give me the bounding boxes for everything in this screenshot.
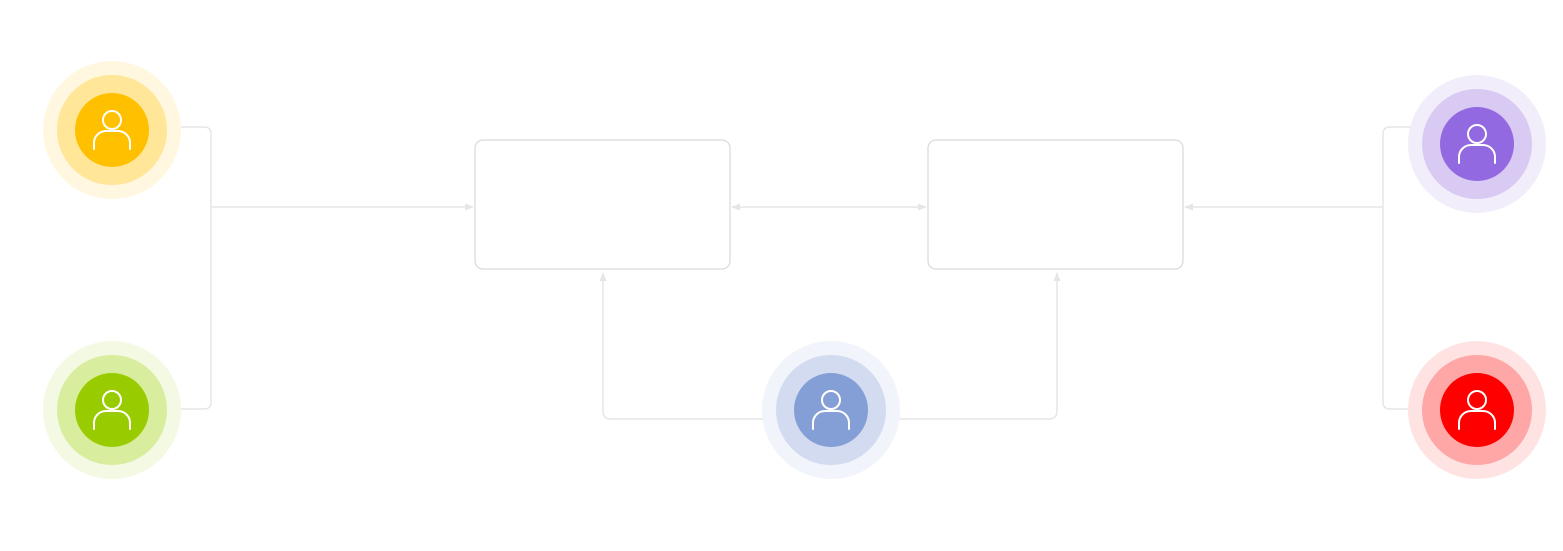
user-icon bbox=[1458, 390, 1496, 430]
connector-left-bracket bbox=[176, 126, 212, 410]
process-box-left bbox=[474, 139, 731, 270]
connector-right-bracket bbox=[1382, 126, 1412, 410]
user-icon bbox=[93, 390, 131, 430]
user-icon bbox=[812, 390, 850, 430]
connectors bbox=[176, 126, 1412, 420]
process-box-right bbox=[927, 139, 1184, 270]
user-icon bbox=[93, 110, 131, 150]
user-node-blue bbox=[762, 341, 900, 479]
user-node-red bbox=[1408, 341, 1546, 479]
connector-blue-to-box-left bbox=[599, 272, 768, 420]
user-node-green bbox=[43, 341, 181, 479]
user-icon bbox=[1458, 124, 1496, 164]
user-node-purple bbox=[1408, 75, 1546, 213]
user-node-yellow bbox=[43, 61, 181, 199]
connector-blue-to-box-right bbox=[894, 272, 1061, 420]
